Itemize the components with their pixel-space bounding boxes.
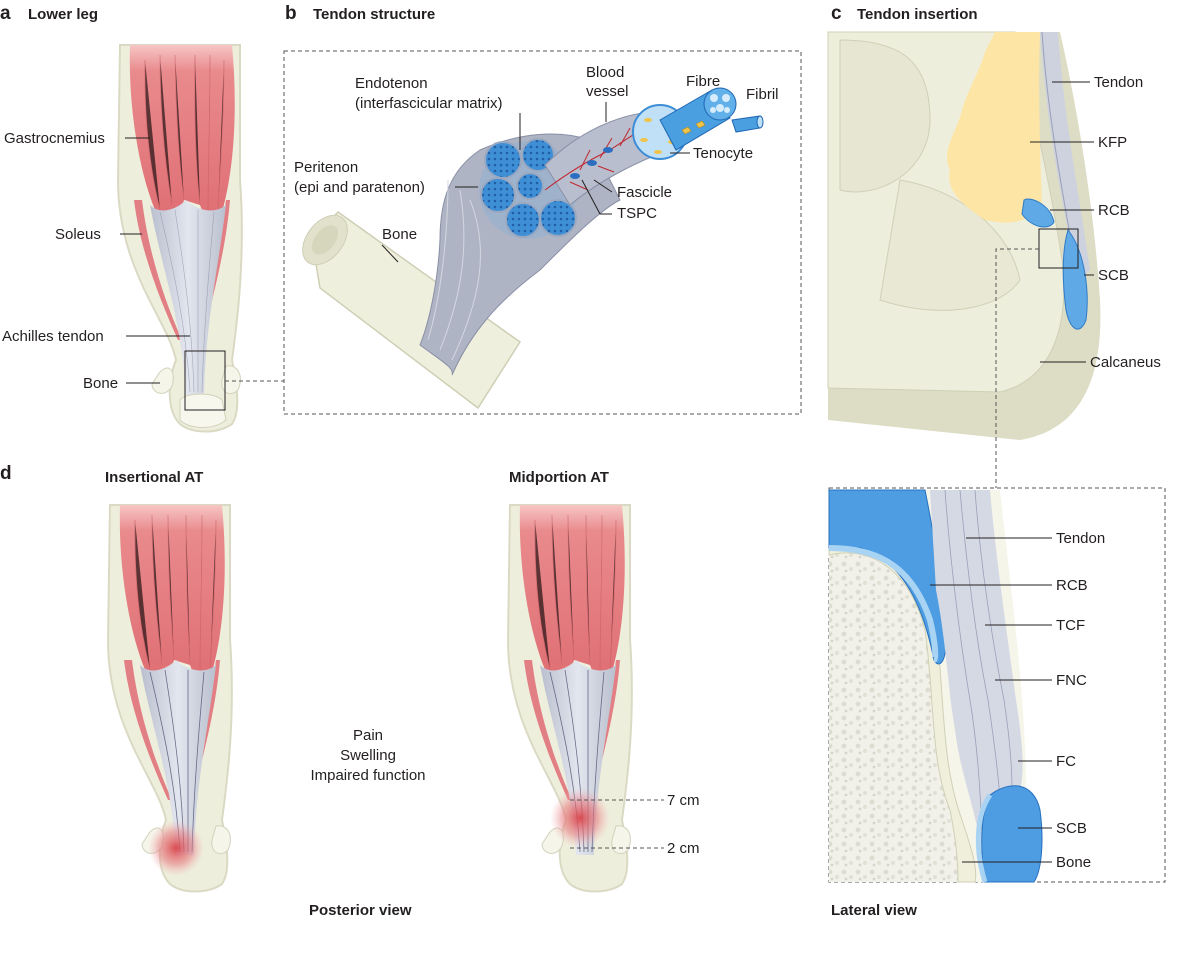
label-scb-c: SCB — [1098, 267, 1129, 284]
insertional-inflammation — [148, 820, 204, 876]
panel-b: b Tendon structure — [283, 3, 802, 415]
rcb-shape — [1021, 198, 1055, 228]
tenocytes — [681, 120, 706, 135]
label-tendon-c: Tendon — [1094, 74, 1143, 91]
label-gastrocnemius: Gastrocnemius — [4, 130, 105, 147]
panel-a: a Lower leg Gas — [0, 3, 284, 433]
symptom-pain: Pain — [353, 727, 383, 744]
fibril — [731, 115, 761, 133]
label-calcaneus: Calcaneus — [1090, 354, 1161, 371]
muscle-fibres — [144, 54, 225, 213]
label-fibril: Fibril — [746, 86, 779, 103]
panel-d: d Insertional AT Midportion AT — [0, 463, 700, 919]
zoom-spongy-bone — [829, 552, 959, 882]
scb-shape — [1062, 228, 1088, 330]
kfp-fat-pad — [947, 32, 1042, 223]
insertional-leg — [106, 504, 233, 893]
label-zoom-fc: FC — [1056, 753, 1076, 770]
label-peritenon: Peritenon — [294, 159, 358, 176]
panel-a-letter: a — [0, 3, 11, 24]
label-bone-b: Bone — [382, 226, 417, 243]
panel-b-title: Tendon structure — [313, 6, 435, 23]
panel-b-frame — [283, 50, 802, 415]
label-kfp: KFP — [1098, 134, 1127, 151]
distance-7cm: 7 cm — [667, 792, 700, 809]
label-tspc: TSPC — [617, 205, 657, 222]
label-endotenon: Endotenon — [355, 75, 428, 92]
panel-c: c Tendon insertion Tendon KFP RCB SCB Ca… — [827, 3, 1166, 919]
panel-c-letter: c — [831, 3, 842, 24]
midportion-leg — [506, 504, 664, 893]
insertional-at-title: Insertional AT — [105, 469, 203, 486]
label-soleus: Soleus — [55, 226, 101, 243]
label-zoom-scb: SCB — [1056, 820, 1087, 837]
tspc-cell — [570, 173, 580, 179]
panel-a-title: Lower leg — [28, 6, 98, 23]
label-tenocyte: Tenocyte — [693, 145, 753, 162]
panel-d-letter: d — [0, 463, 12, 484]
midportion-inflammation — [550, 788, 610, 848]
label-rcb-c: RCB — [1098, 202, 1130, 219]
zoom-panel: Tendon RCB TCF FNC FC SCB Bone — [828, 487, 1166, 883]
fascicle-bundles — [480, 138, 577, 238]
label-zoom-tendon: Tendon — [1056, 530, 1105, 547]
label-vessel: vessel — [586, 83, 629, 100]
symptom-impaired-function: Impaired function — [310, 767, 425, 784]
label-fascicle: Fascicle — [617, 184, 672, 201]
panel-b-letter: b — [285, 3, 297, 24]
lateral-view-caption: Lateral view — [831, 902, 917, 919]
panel-c-title: Tendon insertion — [857, 6, 978, 23]
heel-bone — [179, 393, 227, 428]
soleus-left — [134, 200, 182, 340]
symptom-swelling: Swelling — [340, 747, 396, 764]
label-bone-a: Bone — [83, 375, 118, 392]
posterior-view-caption: Posterior view — [309, 902, 412, 919]
label-endotenon-sub: (interfascicular matrix) — [355, 95, 503, 112]
label-peritenon-sub: (epi and paratenon) — [294, 179, 425, 196]
midportion-at-title: Midportion AT — [509, 469, 609, 486]
label-zoom-fnc: FNC — [1056, 672, 1087, 689]
label-fibre: Fibre — [686, 73, 720, 90]
label-zoom-bone: Bone — [1056, 854, 1091, 871]
zoom-scb — [981, 785, 1043, 883]
distance-2cm: 2 cm — [667, 840, 700, 857]
achilles-tendon — [150, 200, 226, 395]
label-blood: Blood — [586, 64, 624, 81]
tendon-strip — [1040, 32, 1090, 280]
label-achilles-tendon: Achilles tendon — [2, 328, 104, 345]
label-zoom-tcf: TCF — [1056, 617, 1085, 634]
label-zoom-rcb: RCB — [1056, 577, 1088, 594]
ankle-bone-right — [221, 365, 241, 395]
ankle-bone-left — [151, 367, 174, 394]
